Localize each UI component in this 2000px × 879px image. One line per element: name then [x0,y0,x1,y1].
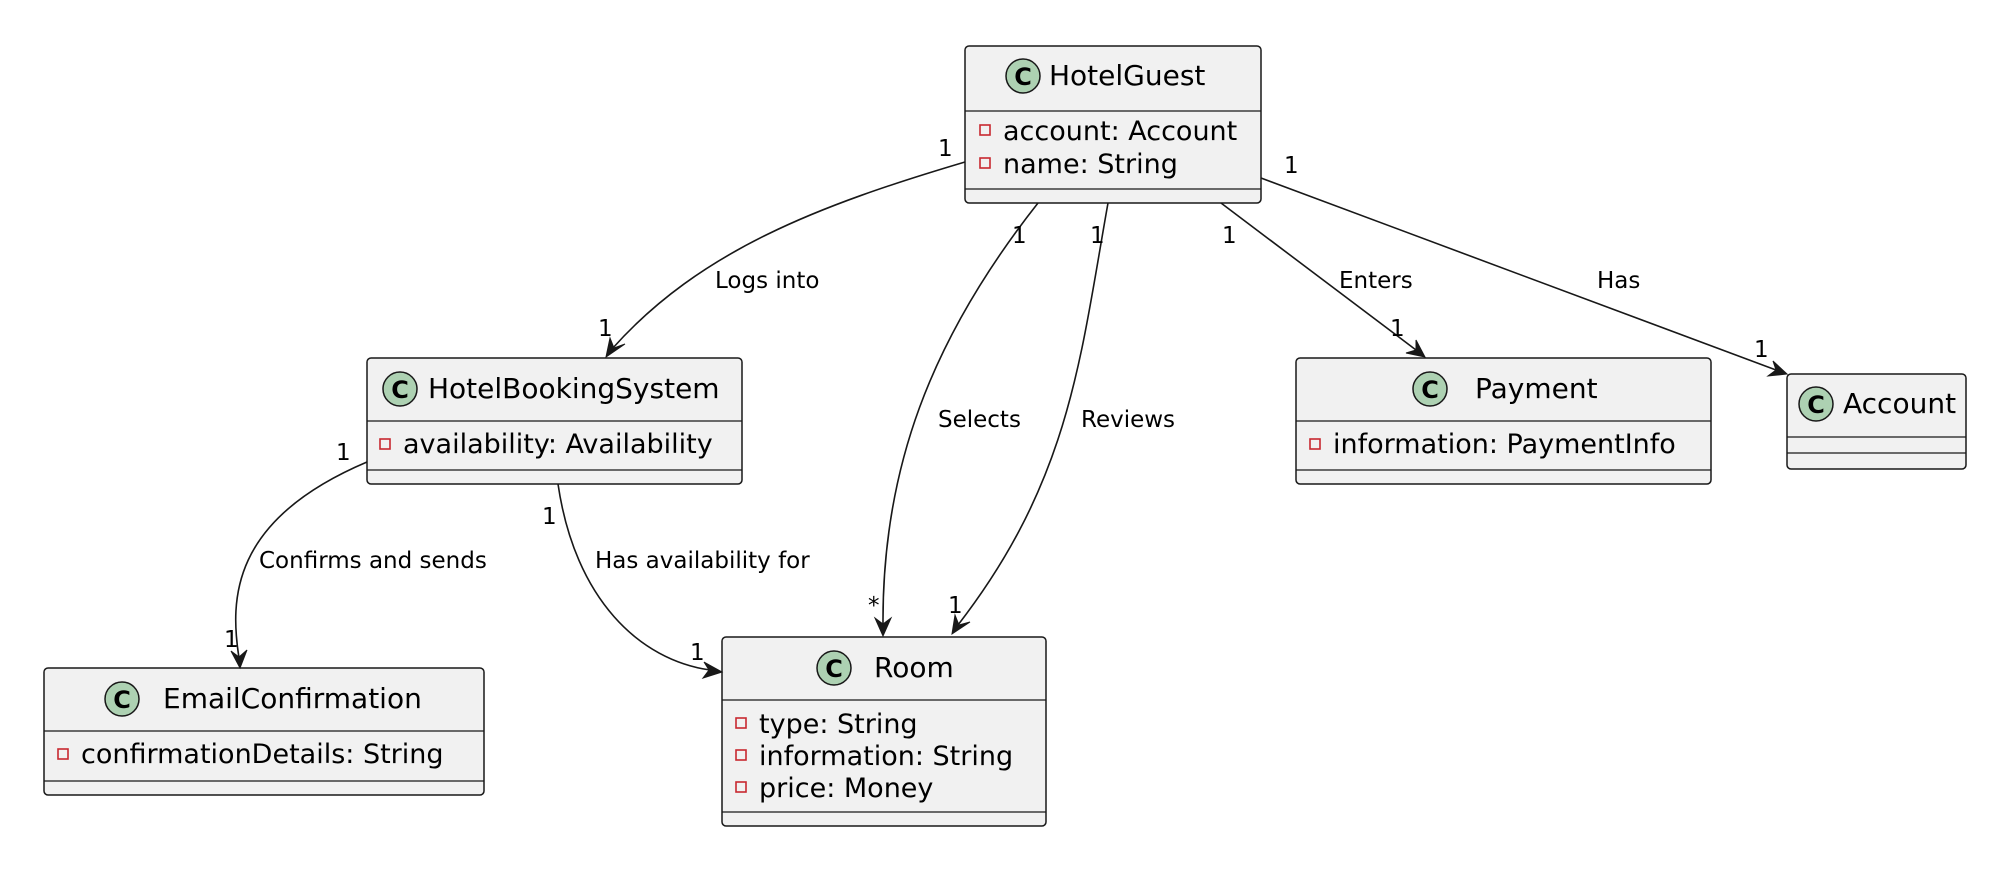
relation-reviews: Reviews 1 1 [948,202,1175,636]
multiplicity-source: 1 [1284,153,1299,179]
relation-label: Has [1597,268,1640,294]
class-stereotype-icon [1005,58,1041,94]
multiplicity-source: 1 [1222,223,1237,249]
relation-line [957,202,1109,626]
class-stereotype-icon [1412,371,1448,407]
arrow-head [1766,360,1789,377]
private-visibility-icon [979,157,991,169]
relation-logs-into: Logs into 1 1 [598,136,966,359]
arrow-head [1405,339,1426,358]
relation-line [234,461,368,659]
multiplicity-source: 1 [336,440,351,466]
class-emailconfirmation[interactable]: C EmailConfirmation confirmationDetails:… [43,667,485,796]
relation-confirms-and-sends: Confirms and sends 1 1 [224,440,487,670]
private-visibility-icon [379,438,391,450]
relation-label: Has availability for [595,548,810,574]
class-name: EmailConfirmation [163,682,422,715]
relation-line [1220,202,1417,351]
class-stereotype-letter: C [1807,391,1825,419]
class-hotelbookingsystem[interactable]: C HotelBookingSystem availability: Avail… [366,357,743,485]
relation-label: Confirms and sends [259,548,487,574]
class-stereotype-icon [104,681,140,717]
class-room[interactable]: C Room type: String information: String … [721,636,1047,827]
private-visibility-icon [735,749,747,761]
arrow-head [701,661,724,679]
relation-label: Selects [938,407,1021,433]
class-stereotype-icon [382,371,418,407]
multiplicity-source: 1 [938,136,953,162]
relation-has: Has 1 1 [1260,153,1789,377]
relation-line [611,161,966,350]
relation-has-availability-for: Has availability for 1 1 [542,483,810,679]
class-name: HotelBookingSystem [428,372,720,405]
class-attribute: price: Money [759,773,933,804]
arrow-head [230,649,248,670]
class-name: HotelGuest [1049,59,1205,92]
relation-line [1260,177,1777,371]
class-name: Account [1843,387,1956,420]
class-account[interactable]: C Account [1786,373,1967,470]
class-stereotype-letter: C [113,686,131,714]
relation-selects: Selects 1 * [868,202,1039,638]
relation-enters: Enters 1 1 [1220,202,1426,358]
private-visibility-icon [1309,438,1321,450]
class-stereotype-icon [816,650,852,686]
arrow-head [873,616,893,638]
arrow-head [951,613,971,636]
relation-line [557,483,711,671]
multiplicity-target: 1 [1390,316,1405,342]
private-visibility-icon [979,124,991,136]
class-stereotype-letter: C [391,376,409,404]
multiplicity-target: 1 [690,640,705,666]
private-visibility-icon [735,781,747,793]
private-visibility-icon [57,748,69,760]
class-attribute: account: Account [1003,116,1237,147]
multiplicity-source: 1 [1090,223,1105,249]
multiplicity-target: 1 [598,316,613,342]
arrow-head [605,336,626,359]
class-payment[interactable]: C Payment information: PaymentInfo [1295,357,1712,485]
multiplicity-source: 1 [1012,223,1027,249]
multiplicity-target: 1 [948,593,963,619]
relation-label: Logs into [715,268,819,294]
class-attribute: availability: Availability [403,429,713,460]
class-attribute: information: String [759,741,1013,772]
class-name: Payment [1475,372,1598,405]
multiplicity-source: 1 [542,504,557,530]
class-stereotype-letter: C [1421,376,1439,404]
class-attribute: name: String [1003,149,1178,180]
class-stereotype-icon [1798,386,1834,422]
relation-line [882,202,1039,626]
class-name: Room [874,651,954,684]
relation-label: Reviews [1081,407,1175,433]
class-attribute: type: String [759,709,918,740]
class-attribute: information: PaymentInfo [1333,429,1676,460]
class-attribute: confirmationDetails: String [81,739,444,770]
multiplicity-target: 1 [1754,337,1769,363]
class-stereotype-letter: C [825,655,843,683]
class-stereotype-letter: C [1014,63,1032,91]
private-visibility-icon [735,717,747,729]
multiplicity-target: * [868,593,880,619]
relation-label: Enters [1339,268,1413,294]
class-hotelguest[interactable]: C HotelGuest account: Account name: Stri… [964,45,1262,204]
multiplicity-target: 1 [224,627,239,653]
